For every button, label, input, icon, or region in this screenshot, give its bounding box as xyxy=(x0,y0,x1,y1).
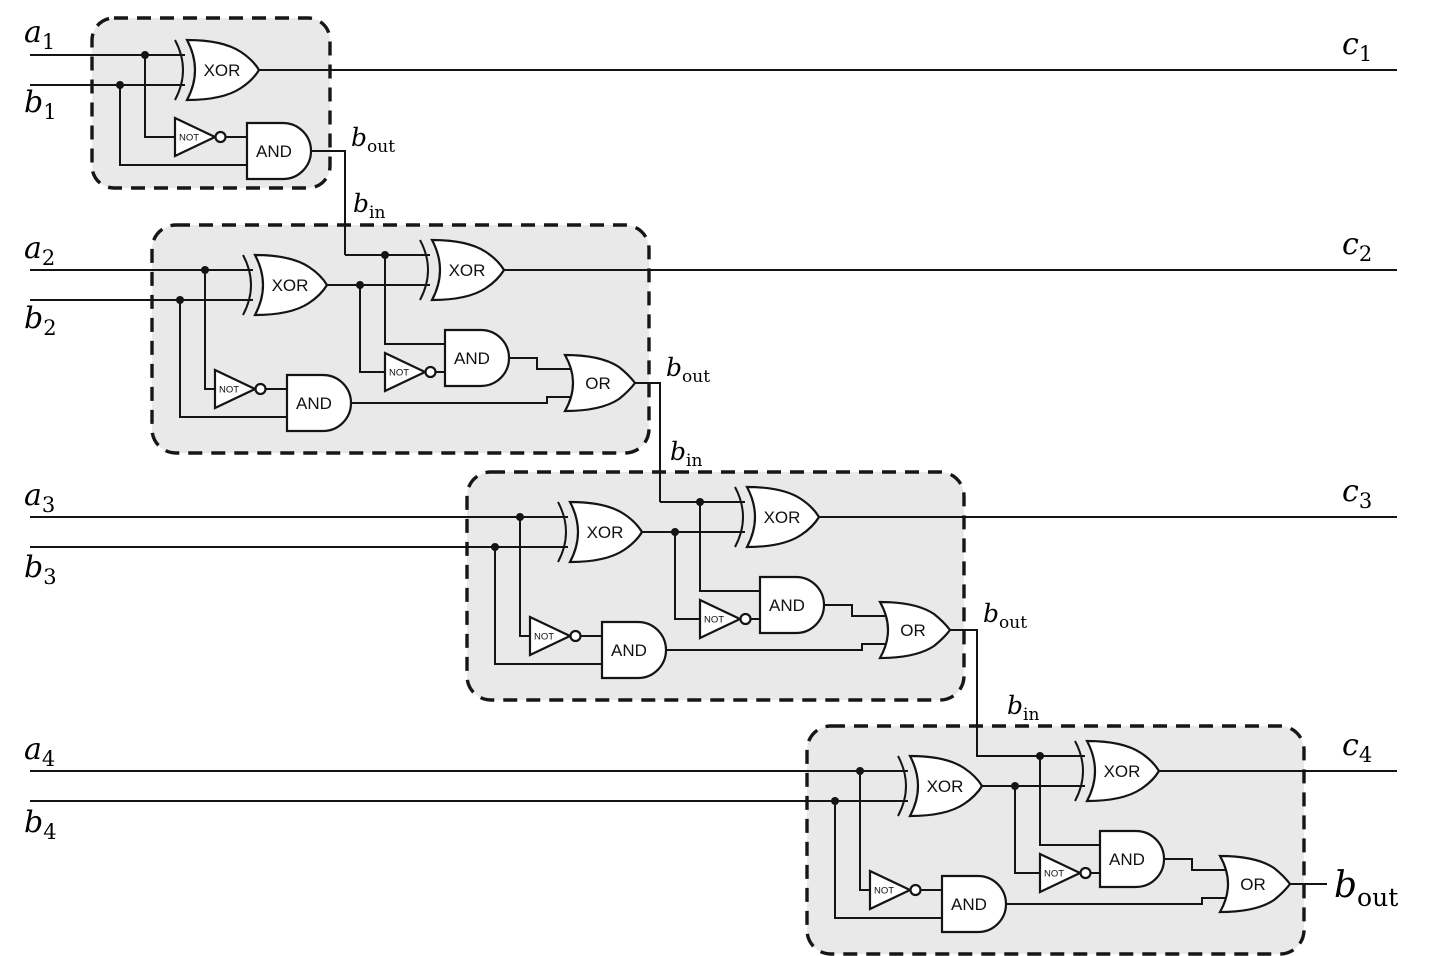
label-b3: b3 xyxy=(24,550,57,589)
label-c4: c4 xyxy=(1342,728,1372,767)
label-a1: a1 xyxy=(24,15,55,54)
label-a4: a4 xyxy=(24,732,55,771)
subtractor-stage-4 xyxy=(807,726,1304,954)
label-borrow-in-2: bin xyxy=(353,189,385,223)
label-c3: c3 xyxy=(1342,474,1372,513)
subtractor-stage-3 xyxy=(467,472,964,700)
label-borrow-in-3: bin xyxy=(670,437,702,471)
label-borrow-out-3: bout xyxy=(983,599,1027,633)
label-borrow-out-2: bout xyxy=(666,353,710,387)
label-b2: b2 xyxy=(24,301,57,340)
subtractor-stage-2 xyxy=(152,225,649,453)
label-c1: c1 xyxy=(1342,27,1372,66)
label-b1: b1 xyxy=(24,85,57,124)
label-b4: b4 xyxy=(24,805,57,844)
label-a3: a3 xyxy=(24,478,55,517)
label-borrow-in-4: bin xyxy=(1007,691,1039,725)
label-borrow-out-final: bout xyxy=(1334,865,1398,912)
label-borrow-out-1: bout xyxy=(351,123,395,157)
label-a2: a2 xyxy=(24,231,55,270)
borrow-wire-3-4 xyxy=(950,629,1000,757)
label-c2: c2 xyxy=(1342,227,1372,266)
subtractor-stage-1 xyxy=(92,18,330,188)
borrow-wire-1-2 xyxy=(311,150,346,255)
borrow-wire-2-3 xyxy=(635,382,661,502)
